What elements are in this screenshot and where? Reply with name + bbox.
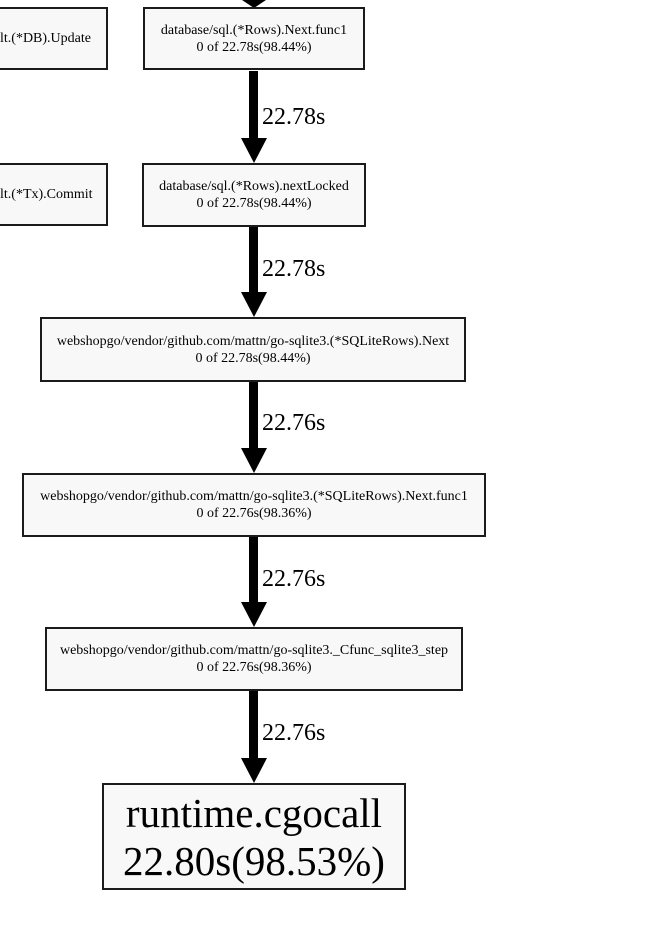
node-title: database/sql.(*Rows).nextLocked bbox=[159, 179, 349, 194]
node-cfunc-sqlite3-step[interactable]: webshopgo/vendor/github.com/mattn/go-sql… bbox=[45, 627, 463, 691]
edge-line bbox=[249, 537, 258, 603]
node-db-update[interactable]: lt.(*DB).Update bbox=[0, 7, 108, 70]
edge-line bbox=[249, 691, 258, 759]
edge-line bbox=[249, 382, 258, 449]
arrowhead-icon bbox=[241, 292, 267, 317]
edge-label: 22.76s bbox=[262, 410, 326, 436]
node-title: lt.(*DB).Update bbox=[0, 30, 91, 46]
arrowhead-icon bbox=[241, 138, 267, 163]
edge-label: 22.76s bbox=[262, 720, 326, 746]
node-metric: 0 of 22.78s(98.44%) bbox=[196, 196, 312, 211]
incoming-arrowhead-icon bbox=[242, 0, 266, 8]
edge-label: 22.78s bbox=[262, 256, 326, 282]
node-title: webshopgo/vendor/github.com/mattn/go-sql… bbox=[59, 643, 449, 658]
node-title: runtime.cgocall bbox=[125, 789, 383, 836]
node-sql-rows-nextlocked[interactable]: database/sql.(*Rows).nextLocked 0 of 22.… bbox=[142, 163, 366, 227]
node-metric: 0 of 22.76s(98.36%) bbox=[196, 506, 312, 521]
edge-label: 22.78s bbox=[262, 104, 326, 130]
node-title: lt.(*Tx).Commit bbox=[0, 186, 93, 202]
node-title: webshopgo/vendor/github.com/mattn/go-sql… bbox=[56, 333, 450, 349]
node-metric: 0 of 22.78s(98.44%) bbox=[196, 39, 312, 55]
arrowhead-icon bbox=[241, 602, 267, 627]
arrowhead-icon bbox=[241, 448, 267, 473]
edge-line bbox=[249, 71, 258, 141]
arrowhead-icon bbox=[241, 758, 267, 783]
node-metric: 0 of 22.78s(98.44%) bbox=[195, 350, 311, 366]
node-tx-commit[interactable]: lt.(*Tx).Commit bbox=[0, 163, 108, 226]
node-sql-rows-next-func1[interactable]: database/sql.(*Rows).Next.func1 0 of 22.… bbox=[143, 7, 365, 70]
node-sqliterows-next[interactable]: webshopgo/vendor/github.com/mattn/go-sql… bbox=[40, 317, 466, 382]
node-metric: 0 of 22.76s(98.36%) bbox=[196, 660, 312, 675]
node-metric: 22.80s(98.53%) bbox=[123, 837, 385, 884]
edge-line bbox=[249, 227, 258, 293]
node-runtime-cgocall[interactable]: runtime.cgocall 22.80s(98.53%) bbox=[102, 783, 406, 890]
node-sqliterows-next-func1[interactable]: webshopgo/vendor/github.com/mattn/go-sql… bbox=[22, 473, 486, 537]
node-title: webshopgo/vendor/github.com/mattn/go-sql… bbox=[40, 489, 468, 504]
node-title: database/sql.(*Rows).Next.func1 bbox=[160, 22, 348, 38]
edge-label: 22.76s bbox=[262, 566, 326, 592]
